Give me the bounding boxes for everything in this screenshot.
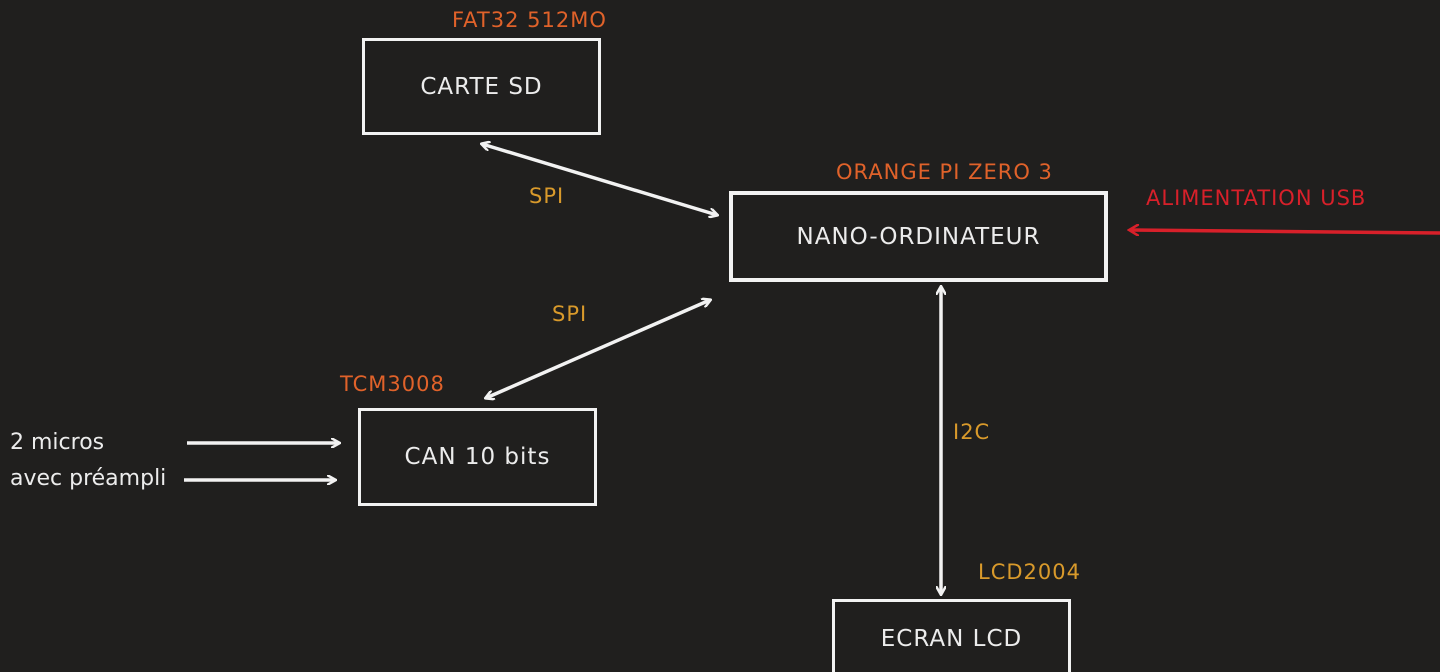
power-arrow (1130, 230, 1440, 233)
adc-part-label: TCM3008 (340, 372, 445, 396)
power-label: ALIMENTATION USB (1146, 186, 1367, 210)
adc-block: CAN 10 bits (358, 408, 597, 506)
lcd-block: ECRAN LCD (832, 599, 1071, 672)
mic-input-line2: avec préampli (10, 466, 167, 491)
lcd-part-label: LCD2004 (978, 560, 1081, 584)
mic-input-label: 2 micros avec préampli (10, 425, 166, 497)
mic-input-line1: 2 micros (10, 430, 105, 455)
lcd-label: ECRAN LCD (880, 626, 1023, 652)
lcd-bus-label: I2C (953, 420, 991, 444)
sd-card-label: CARTE SD (420, 73, 543, 100)
computer-label: NANO-ORDINATEUR (796, 223, 1041, 250)
sd-card-part-label: FAT32 512MO (452, 8, 607, 32)
sd-computer-arrow (482, 144, 717, 215)
adc-computer-arrow (486, 300, 710, 398)
computer-block: NANO-ORDINATEUR (729, 191, 1108, 282)
sd-bus-label: SPI (529, 184, 565, 208)
sd-card-block: CARTE SD (362, 38, 601, 135)
computer-part-label: ORANGE PI ZERO 3 (836, 160, 1053, 184)
adc-label: CAN 10 bits (404, 444, 551, 470)
adc-bus-label: SPI (552, 302, 588, 326)
